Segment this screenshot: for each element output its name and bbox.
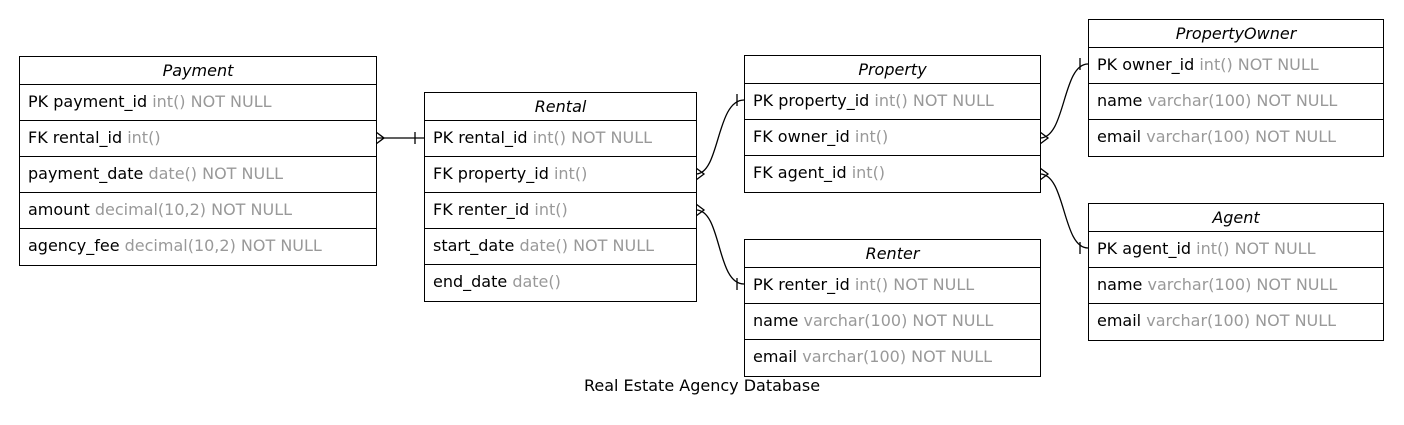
relationship-rental-renter [695, 203, 745, 290]
column-row: name varchar(100) NOT NULL [1089, 84, 1383, 120]
column-type: int() [854, 127, 889, 146]
entity-title: Property [745, 56, 1040, 84]
column-name: PK renter_id [753, 275, 850, 294]
column-row: FK agent_id int() [745, 156, 1040, 192]
column-row: PK owner_id int() NOT NULL [1089, 48, 1383, 84]
crows-foot-many [375, 131, 386, 145]
entity-renter[interactable]: Renter PK renter_id int() NOT NULL name … [744, 239, 1041, 377]
column-type: varchar(100) NOT NULL [1146, 311, 1337, 330]
column-row: name varchar(100) NOT NULL [745, 304, 1040, 340]
crows-foot-many [695, 203, 706, 217]
column-name: amount [28, 200, 90, 219]
column-name: PK rental_id [433, 128, 528, 147]
column-type: date() [512, 272, 561, 291]
column-type: int() NOT NULL [1199, 55, 1319, 74]
entity-title: Payment [20, 57, 376, 85]
column-row: PK property_id int() NOT NULL [745, 84, 1040, 120]
column-name: PK payment_id [28, 92, 148, 111]
column-name: name [753, 311, 799, 330]
column-name: FK property_id [433, 164, 549, 183]
column-type: decimal(10,2) NOT NULL [94, 200, 293, 219]
column-name: email [753, 347, 798, 366]
column-type: int() [534, 200, 568, 219]
diagram-caption: Real Estate Agency Database [583, 376, 821, 395]
entity-property[interactable]: Property PK property_id int() NOT NULL F… [744, 55, 1041, 193]
column-type: varchar(100) NOT NULL [1147, 275, 1338, 294]
relationship-rental-property [695, 94, 745, 181]
column-row: start_date date() NOT NULL [425, 229, 696, 265]
column-row: email varchar(100) NOT NULL [1089, 120, 1383, 156]
column-type: int() NOT NULL [532, 128, 653, 147]
column-row: PK renter_id int() NOT NULL [745, 268, 1040, 304]
column-type: int() [553, 164, 588, 183]
column-name: FK renter_id [433, 200, 530, 219]
column-type: varchar(100) NOT NULL [802, 347, 993, 366]
column-type: int() NOT NULL [152, 92, 272, 111]
column-name: PK owner_id [1097, 55, 1195, 74]
entity-agent[interactable]: Agent PK agent_id int() NOT NULL name va… [1088, 203, 1384, 341]
column-type: varchar(100) NOT NULL [1147, 91, 1338, 110]
column-row: email varchar(100) NOT NULL [1089, 304, 1383, 340]
crows-foot-many [1039, 131, 1050, 145]
column-name: start_date [433, 236, 515, 255]
entity-title: PropertyOwner [1089, 20, 1383, 48]
entity-title: Agent [1089, 204, 1383, 232]
column-type: int() [127, 128, 161, 147]
column-row: agency_fee decimal(10,2) NOT NULL [20, 229, 376, 265]
column-type: varchar(100) NOT NULL [803, 311, 994, 330]
column-name: payment_date [28, 164, 144, 183]
column-name: PK agent_id [1097, 239, 1192, 258]
column-name: FK rental_id [28, 128, 123, 147]
column-row: FK owner_id int() [745, 120, 1040, 156]
entity-propertyowner[interactable]: PropertyOwner PK owner_id int() NOT NULL… [1088, 19, 1384, 157]
column-row: email varchar(100) NOT NULL [745, 340, 1040, 376]
column-type: date() NOT NULL [519, 236, 655, 255]
crows-foot-many [695, 167, 706, 181]
entity-rental[interactable]: Rental PK rental_id int() NOT NULL FK pr… [424, 92, 697, 302]
entity-title: Rental [425, 93, 696, 121]
column-row: PK rental_id int() NOT NULL [425, 121, 696, 157]
column-name: name [1097, 275, 1143, 294]
column-row: FK renter_id int() [425, 193, 696, 229]
relationship-property-owner [1039, 58, 1089, 145]
column-row: FK rental_id int() [20, 121, 376, 157]
column-name: email [1097, 127, 1142, 146]
column-row: PK payment_id int() NOT NULL [20, 85, 376, 121]
column-row: name varchar(100) NOT NULL [1089, 268, 1383, 304]
column-row: payment_date date() NOT NULL [20, 157, 376, 193]
column-name: agency_fee [28, 236, 120, 255]
relationship-property-agent [1039, 167, 1089, 254]
column-type: int() [851, 163, 886, 182]
column-type: varchar(100) NOT NULL [1146, 127, 1337, 146]
column-row: end_date date() [425, 265, 696, 301]
entity-payment[interactable]: Payment PK payment_id int() NOT NULL FK … [19, 56, 377, 266]
column-type: int() NOT NULL [854, 275, 975, 294]
entity-title: Renter [745, 240, 1040, 268]
column-name: PK property_id [753, 91, 870, 110]
column-type: int() NOT NULL [874, 91, 994, 110]
column-type: int() NOT NULL [1196, 239, 1316, 258]
column-type: date() NOT NULL [148, 164, 284, 183]
crows-foot-many [1039, 167, 1050, 181]
column-name: end_date [433, 272, 508, 291]
column-name: FK agent_id [753, 163, 847, 182]
relationship-payment-rental [375, 131, 424, 145]
column-row: PK agent_id int() NOT NULL [1089, 232, 1383, 268]
column-name: name [1097, 91, 1143, 110]
column-row: amount decimal(10,2) NOT NULL [20, 193, 376, 229]
column-name: FK owner_id [753, 127, 850, 146]
column-row: FK property_id int() [425, 157, 696, 193]
column-name: email [1097, 311, 1142, 330]
column-type: decimal(10,2) NOT NULL [124, 236, 322, 255]
